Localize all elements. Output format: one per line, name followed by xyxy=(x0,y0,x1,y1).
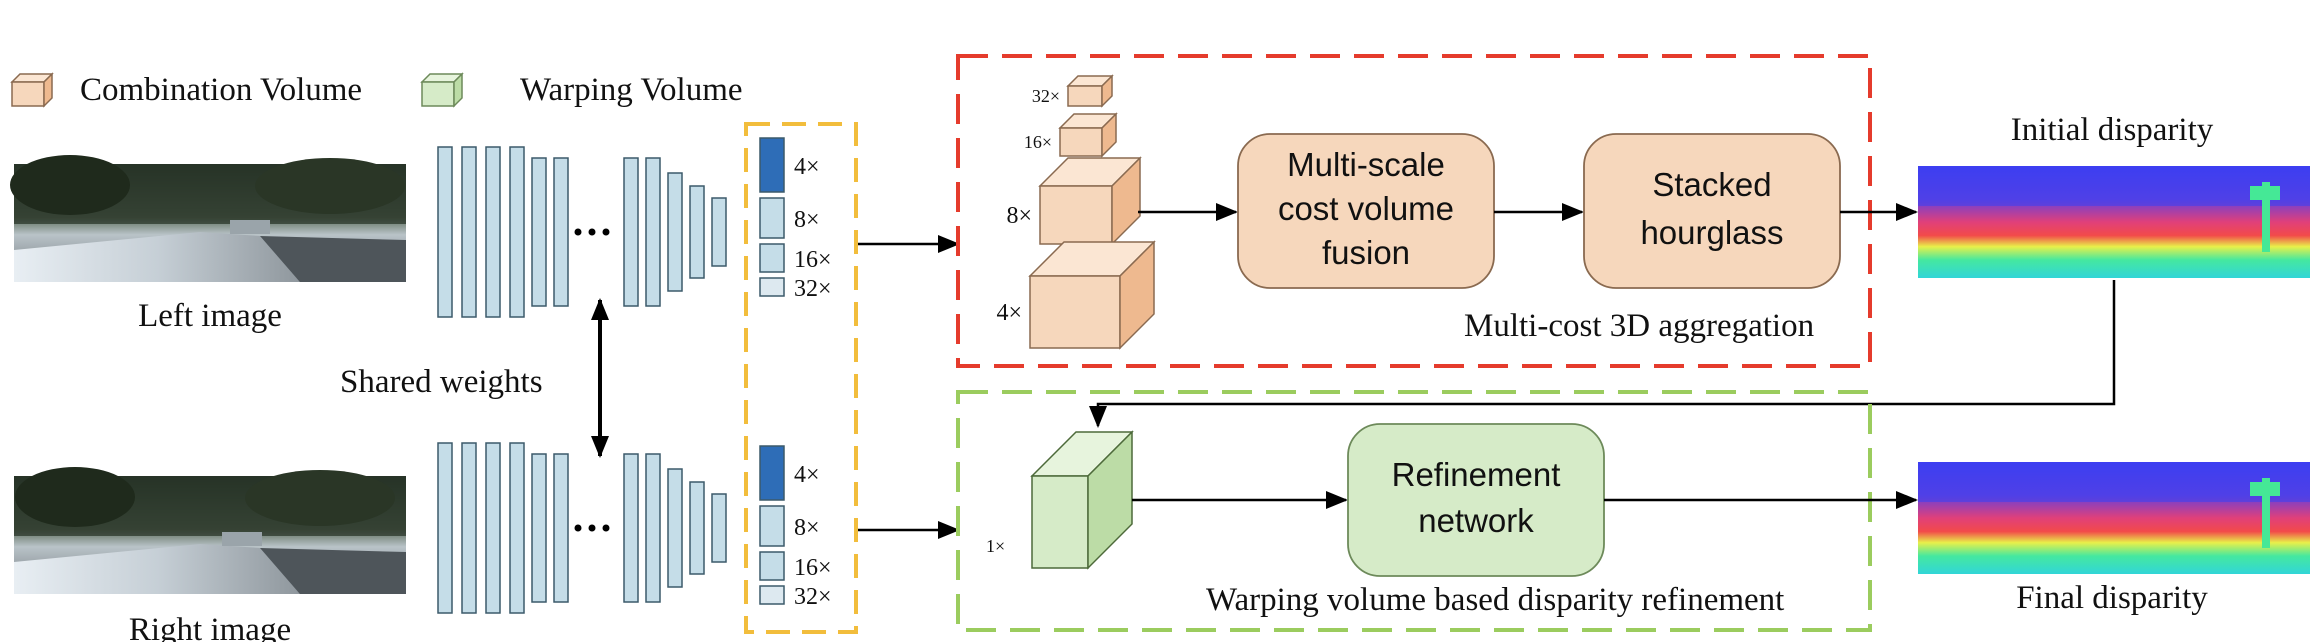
feature-layer xyxy=(437,442,453,614)
refinement-network-module: Refinement network xyxy=(1347,423,1605,577)
stacked-hourglass-module: Stacked hourglass xyxy=(1583,133,1841,289)
combination-volume-cube xyxy=(1058,112,1118,158)
initial-disparity-label: Initial disparity xyxy=(2011,112,2214,148)
scale-block xyxy=(759,137,785,193)
scale-block xyxy=(759,505,785,547)
scale-block xyxy=(759,585,785,605)
fusion-label-line-1: Multi-scale xyxy=(1287,146,1445,183)
combination-volume-cube xyxy=(1066,74,1114,108)
fusion-label-line-2: cost volume xyxy=(1278,190,1454,227)
feature-layer xyxy=(531,157,547,307)
initial-disparity-map xyxy=(1918,166,2310,278)
scale-label: 8× xyxy=(794,207,820,233)
feature-scales-bottom: 4× 8× 16× 32× xyxy=(759,445,832,610)
combination-volume-cube xyxy=(1028,240,1156,350)
pyramid-scale-label: 32× xyxy=(1032,86,1060,106)
feature-layer xyxy=(711,493,727,563)
combination-volume-legend-label: Combination Volume xyxy=(80,72,362,108)
scale-block xyxy=(759,551,785,581)
scale-block xyxy=(759,445,785,501)
pyramid-scale-label: 4× xyxy=(996,300,1022,326)
left-image xyxy=(10,155,406,282)
feature-extractor-bottom xyxy=(437,442,727,614)
scale-label: 16× xyxy=(794,555,832,581)
feature-layer xyxy=(485,146,501,318)
hourglass-label-line-1: Stacked xyxy=(1652,166,1771,203)
hourglass-label-line-2: hourglass xyxy=(1640,214,1783,251)
ellipsis-dot xyxy=(602,228,610,236)
scale-label: 8× xyxy=(794,515,820,541)
scale-block xyxy=(759,243,785,273)
feature-layer xyxy=(485,442,501,614)
feature-layer xyxy=(437,146,453,318)
combination-volume-legend-icon xyxy=(10,72,54,108)
warping-volume-legend-label: Warping Volume xyxy=(520,72,743,108)
ellipsis-dot xyxy=(574,524,582,532)
feature-layer xyxy=(645,453,661,603)
scale-label: 32× xyxy=(794,584,832,610)
feature-layer xyxy=(623,157,639,307)
refinement-label-line-2: network xyxy=(1418,502,1534,539)
ellipsis-dot xyxy=(588,228,596,236)
aggregation-section-label: Multi-cost 3D aggregation xyxy=(1464,308,1814,344)
feature-layer xyxy=(553,157,569,307)
warping-volume-cube xyxy=(1030,430,1134,570)
feature-layer xyxy=(667,172,683,292)
scale-label: 32× xyxy=(794,276,832,302)
feature-extractor-top xyxy=(437,146,727,318)
scale-block xyxy=(759,277,785,297)
feature-layer xyxy=(509,442,525,614)
warp-scale-label: 1× xyxy=(986,536,1005,556)
multi-scale-fusion-module: Multi-scale cost volume fusion xyxy=(1237,133,1495,289)
shared-weights-label: Shared weights xyxy=(340,364,543,400)
pyramid-scale-label: 8× xyxy=(1006,203,1032,229)
feature-layer xyxy=(623,453,639,603)
feature-layer xyxy=(461,442,477,614)
left-image-label: Left image xyxy=(138,298,282,334)
pyramid-scale-label: 16× xyxy=(1024,132,1052,152)
refinement-box xyxy=(956,390,1872,632)
feature-scales-box xyxy=(744,122,858,634)
right-image-label: Right image xyxy=(129,612,291,642)
right-image xyxy=(14,467,406,594)
combination-volume-cube xyxy=(1038,156,1142,246)
feature-layer xyxy=(689,185,705,279)
scale-label: 16× xyxy=(794,247,832,273)
feature-layer xyxy=(553,453,569,603)
feature-layer xyxy=(667,468,683,588)
ellipsis-dot xyxy=(588,524,596,532)
refinement-label-line-1: Refinement xyxy=(1392,456,1561,493)
refinement-section-label: Warping volume based disparity refinemen… xyxy=(1206,582,1784,618)
final-disparity-label: Final disparity xyxy=(2016,580,2208,616)
feature-layer xyxy=(461,146,477,318)
cost-volume-pyramid: 32× 16× 8× 4× xyxy=(996,74,1156,350)
scale-label: 4× xyxy=(794,462,820,488)
warping-volume-legend-icon xyxy=(420,72,464,108)
feature-layer xyxy=(509,146,525,318)
fusion-label-line-3: fusion xyxy=(1322,234,1410,271)
scale-block xyxy=(759,197,785,239)
scale-label: 4× xyxy=(794,154,820,180)
final-disparity-map xyxy=(1918,462,2310,574)
ellipsis-dot xyxy=(574,228,582,236)
feature-layer xyxy=(531,453,547,603)
initial-to-warp-feedback-arrow xyxy=(1089,280,2116,428)
legend: Combination Volume Warping Volume xyxy=(10,72,743,108)
feature-scales-top: 4× 8× 16× 32× xyxy=(759,137,832,302)
ellipsis-dot xyxy=(602,524,610,532)
feature-layer xyxy=(711,197,727,267)
feature-layer xyxy=(645,157,661,307)
feature-layer xyxy=(689,481,705,575)
